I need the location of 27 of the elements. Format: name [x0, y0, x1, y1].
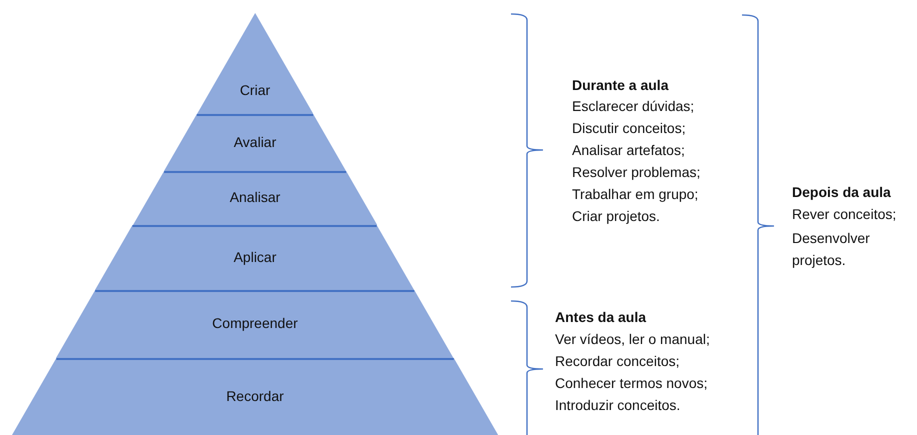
activity-text: Discutir conceitos; — [572, 119, 686, 137]
level-label: Criar — [238, 82, 272, 98]
phase-heading: Antes da aula — [555, 308, 646, 326]
activity-text: Conhecer termos novos; — [555, 374, 708, 392]
phase-heading: Durante a aula — [572, 76, 668, 94]
phase-heading: Depois da aula — [792, 183, 891, 201]
activity-text: Resolver problemas; — [572, 163, 700, 181]
activity-text: Ver vídeos, ler o manual; — [555, 330, 710, 348]
pyramid-level — [56, 290, 454, 358]
activity-text: Recordar conceitos; — [555, 352, 680, 370]
level-label: Recordar — [225, 388, 285, 404]
pyramid-level — [95, 225, 415, 290]
level-label: Aplicar — [232, 248, 278, 264]
activity-text: Rever conceitos; — [792, 205, 896, 223]
level-label: Analisar — [228, 189, 282, 205]
activity-text: Desenvolver projetos. — [792, 229, 871, 270]
pyramid-level — [196, 13, 314, 114]
activity-text: Criar projetos. — [572, 207, 660, 225]
pyramid-level — [12, 358, 498, 435]
activity-text: Trabalhar em grupo; — [572, 185, 698, 203]
activity-text: Analisar artefatos; — [572, 141, 685, 159]
activity-text: Introduzir conceitos. — [555, 396, 680, 414]
level-label: Compreender — [211, 315, 299, 331]
pyramid-level — [164, 114, 346, 171]
activity-text: Esclarecer dúvidas; — [572, 97, 694, 115]
pyramid-level — [132, 171, 378, 225]
level-label: Avaliar — [232, 134, 278, 150]
